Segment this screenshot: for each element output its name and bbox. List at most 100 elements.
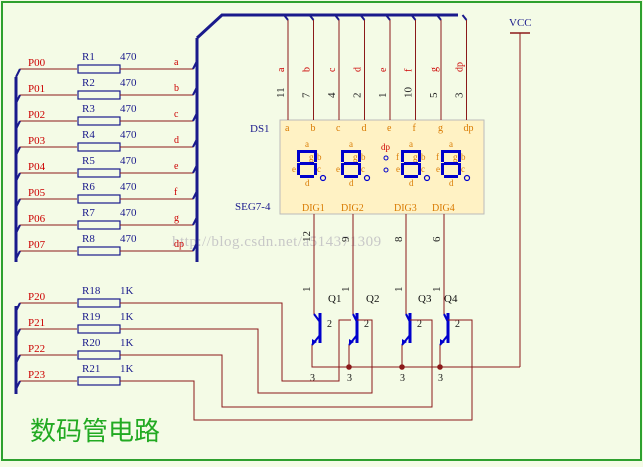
transistor-q3 bbox=[401, 313, 412, 346]
digit-1-segment-1 bbox=[314, 150, 317, 162]
digit-2-segment-1 bbox=[358, 150, 361, 162]
resistor-value-r20: 1K bbox=[120, 337, 134, 349]
net-label-e: e bbox=[174, 161, 179, 172]
port-label-p04: P04 bbox=[28, 161, 46, 173]
glyph-letter-d-1: d bbox=[349, 178, 354, 188]
bus-entry-left-3 bbox=[15, 146, 21, 156]
seg-net-label-a: a bbox=[276, 67, 287, 72]
resistor-body-r18 bbox=[77, 298, 121, 308]
glyph-letter-g-3: g bbox=[453, 152, 458, 162]
seg-pin-number-dp: 3 bbox=[454, 92, 466, 98]
resistor-value-r1: 470 bbox=[120, 51, 137, 63]
net-label-g: g bbox=[174, 213, 179, 224]
display-part-label: SEG7-4 bbox=[235, 201, 271, 213]
glyph-letter-d-0: d bbox=[305, 178, 310, 188]
glyph-letter-f-3: f bbox=[436, 152, 439, 162]
bus-entry-right-5 bbox=[192, 190, 198, 200]
bus-entry-top-1 bbox=[308, 14, 315, 21]
net-label-c: c bbox=[174, 109, 179, 120]
transistor-ref-q1: Q1 bbox=[328, 293, 341, 305]
digit-1-dp bbox=[319, 174, 327, 182]
glyph-letter-a-3: a bbox=[449, 139, 453, 149]
resistor-ref-r7: R7 bbox=[82, 207, 95, 219]
bus-entry-top-6 bbox=[436, 14, 442, 21]
digit-3-segment-1 bbox=[418, 150, 421, 162]
digit-3-segment-5 bbox=[401, 150, 404, 162]
base-route-q3 bbox=[120, 319, 433, 408]
watermark-text: http://blog.csdn.net/a514371309 bbox=[172, 234, 382, 250]
bus-entry-top-0 bbox=[283, 14, 289, 21]
seg-pin-number-c: 4 bbox=[326, 92, 338, 98]
vcc-symbol: VCC bbox=[509, 17, 532, 367]
collector-rail bbox=[311, 345, 520, 368]
circuit-title: 数码管电路 bbox=[30, 417, 160, 447]
seg-net-label-d: d bbox=[353, 67, 364, 72]
bus-entry-bottom-1 bbox=[15, 328, 21, 338]
display-digit-label-3: DIG3 bbox=[394, 203, 417, 214]
digit-2-segment-4 bbox=[341, 163, 344, 175]
base-route-q4 bbox=[120, 319, 473, 421]
resistor-body-r20 bbox=[77, 350, 121, 360]
resistor-value-r5: 470 bbox=[120, 155, 137, 167]
resistor-value-r6: 470 bbox=[120, 181, 137, 193]
bus-entry-right-2 bbox=[192, 112, 198, 122]
seg-pin-number-b: 7 bbox=[301, 92, 313, 98]
digit-4-segment-2 bbox=[458, 163, 461, 175]
junction-dot-0 bbox=[346, 364, 352, 370]
port-label-p00: P00 bbox=[28, 57, 46, 69]
glyph-letter-a-1: a bbox=[349, 139, 353, 149]
seg-pin-number-a: 11 bbox=[275, 87, 287, 98]
digit-3-segment-2 bbox=[418, 163, 421, 175]
transistor-ref-q3: Q3 bbox=[418, 293, 432, 305]
net-label-f: f bbox=[174, 187, 178, 198]
bus-entry-right-0 bbox=[192, 60, 198, 70]
transistor-collector-pin-3: 3 bbox=[438, 373, 443, 384]
resistor-value-r21: 1K bbox=[120, 363, 134, 375]
transistor-ref-q4: Q4 bbox=[444, 293, 458, 305]
transistor-collector-pin-0: 3 bbox=[310, 373, 315, 384]
display-pin-label-d: d bbox=[362, 123, 367, 134]
port-label-p06: P06 bbox=[28, 213, 46, 225]
colon-dot-upper bbox=[383, 155, 389, 161]
transistor-base-pin-3: 2 bbox=[455, 319, 460, 330]
net-label-d: d bbox=[174, 135, 179, 146]
port-label-p23: P23 bbox=[28, 369, 46, 381]
bus-entry-right-4 bbox=[192, 164, 198, 174]
resistor-ref-r19: R19 bbox=[82, 311, 101, 323]
seg-net-label-e: e bbox=[378, 67, 389, 72]
display-pin-label-g: g bbox=[438, 123, 443, 134]
base-route-q1 bbox=[120, 302, 351, 382]
transistor-base-pin-1: 2 bbox=[364, 319, 369, 330]
bus-entry-bottom-2 bbox=[15, 354, 21, 364]
seg-pin-number-e: 1 bbox=[377, 93, 389, 99]
bus-entry-top-4 bbox=[385, 14, 391, 21]
resistor-value-r8: 470 bbox=[120, 233, 137, 245]
display-pin-label-dp: dp bbox=[464, 123, 474, 134]
glyph-letter-f-2: f bbox=[396, 152, 399, 162]
resistor-ref-r8: R8 bbox=[82, 233, 95, 245]
resistor-body-r5 bbox=[77, 168, 121, 178]
digit-3-dp bbox=[423, 174, 431, 182]
port-label-p20: P20 bbox=[28, 291, 46, 303]
display-pin-label-f: f bbox=[413, 123, 417, 134]
transistor-q1 bbox=[311, 313, 322, 346]
vcc-label: VCC bbox=[509, 17, 532, 29]
transistor-emitter-1 bbox=[352, 313, 358, 323]
transistor-arrow-1 bbox=[349, 339, 354, 345]
display-digit-label-4: DIG4 bbox=[432, 203, 455, 214]
transistor-base-pin-2: 2 bbox=[417, 319, 422, 330]
glyph-letter-c-0: c bbox=[317, 164, 321, 174]
digit-2-dp bbox=[363, 174, 371, 182]
resistor-ref-r3: R3 bbox=[82, 103, 95, 115]
bus-entry-bottom-0 bbox=[15, 302, 21, 312]
port-label-p22: P22 bbox=[28, 343, 45, 355]
digit-3-segment-6 bbox=[404, 162, 418, 165]
glyph-letter-b-2: b bbox=[421, 152, 426, 162]
bus-entry-right-6 bbox=[192, 216, 198, 226]
digit-3-segment-4 bbox=[401, 163, 404, 175]
digit-1-segment-4 bbox=[297, 163, 300, 175]
transistor-collector-pin-2: 3 bbox=[400, 373, 405, 384]
bus-entry-left-2 bbox=[15, 120, 21, 130]
transistor-arrow-2 bbox=[402, 339, 407, 345]
